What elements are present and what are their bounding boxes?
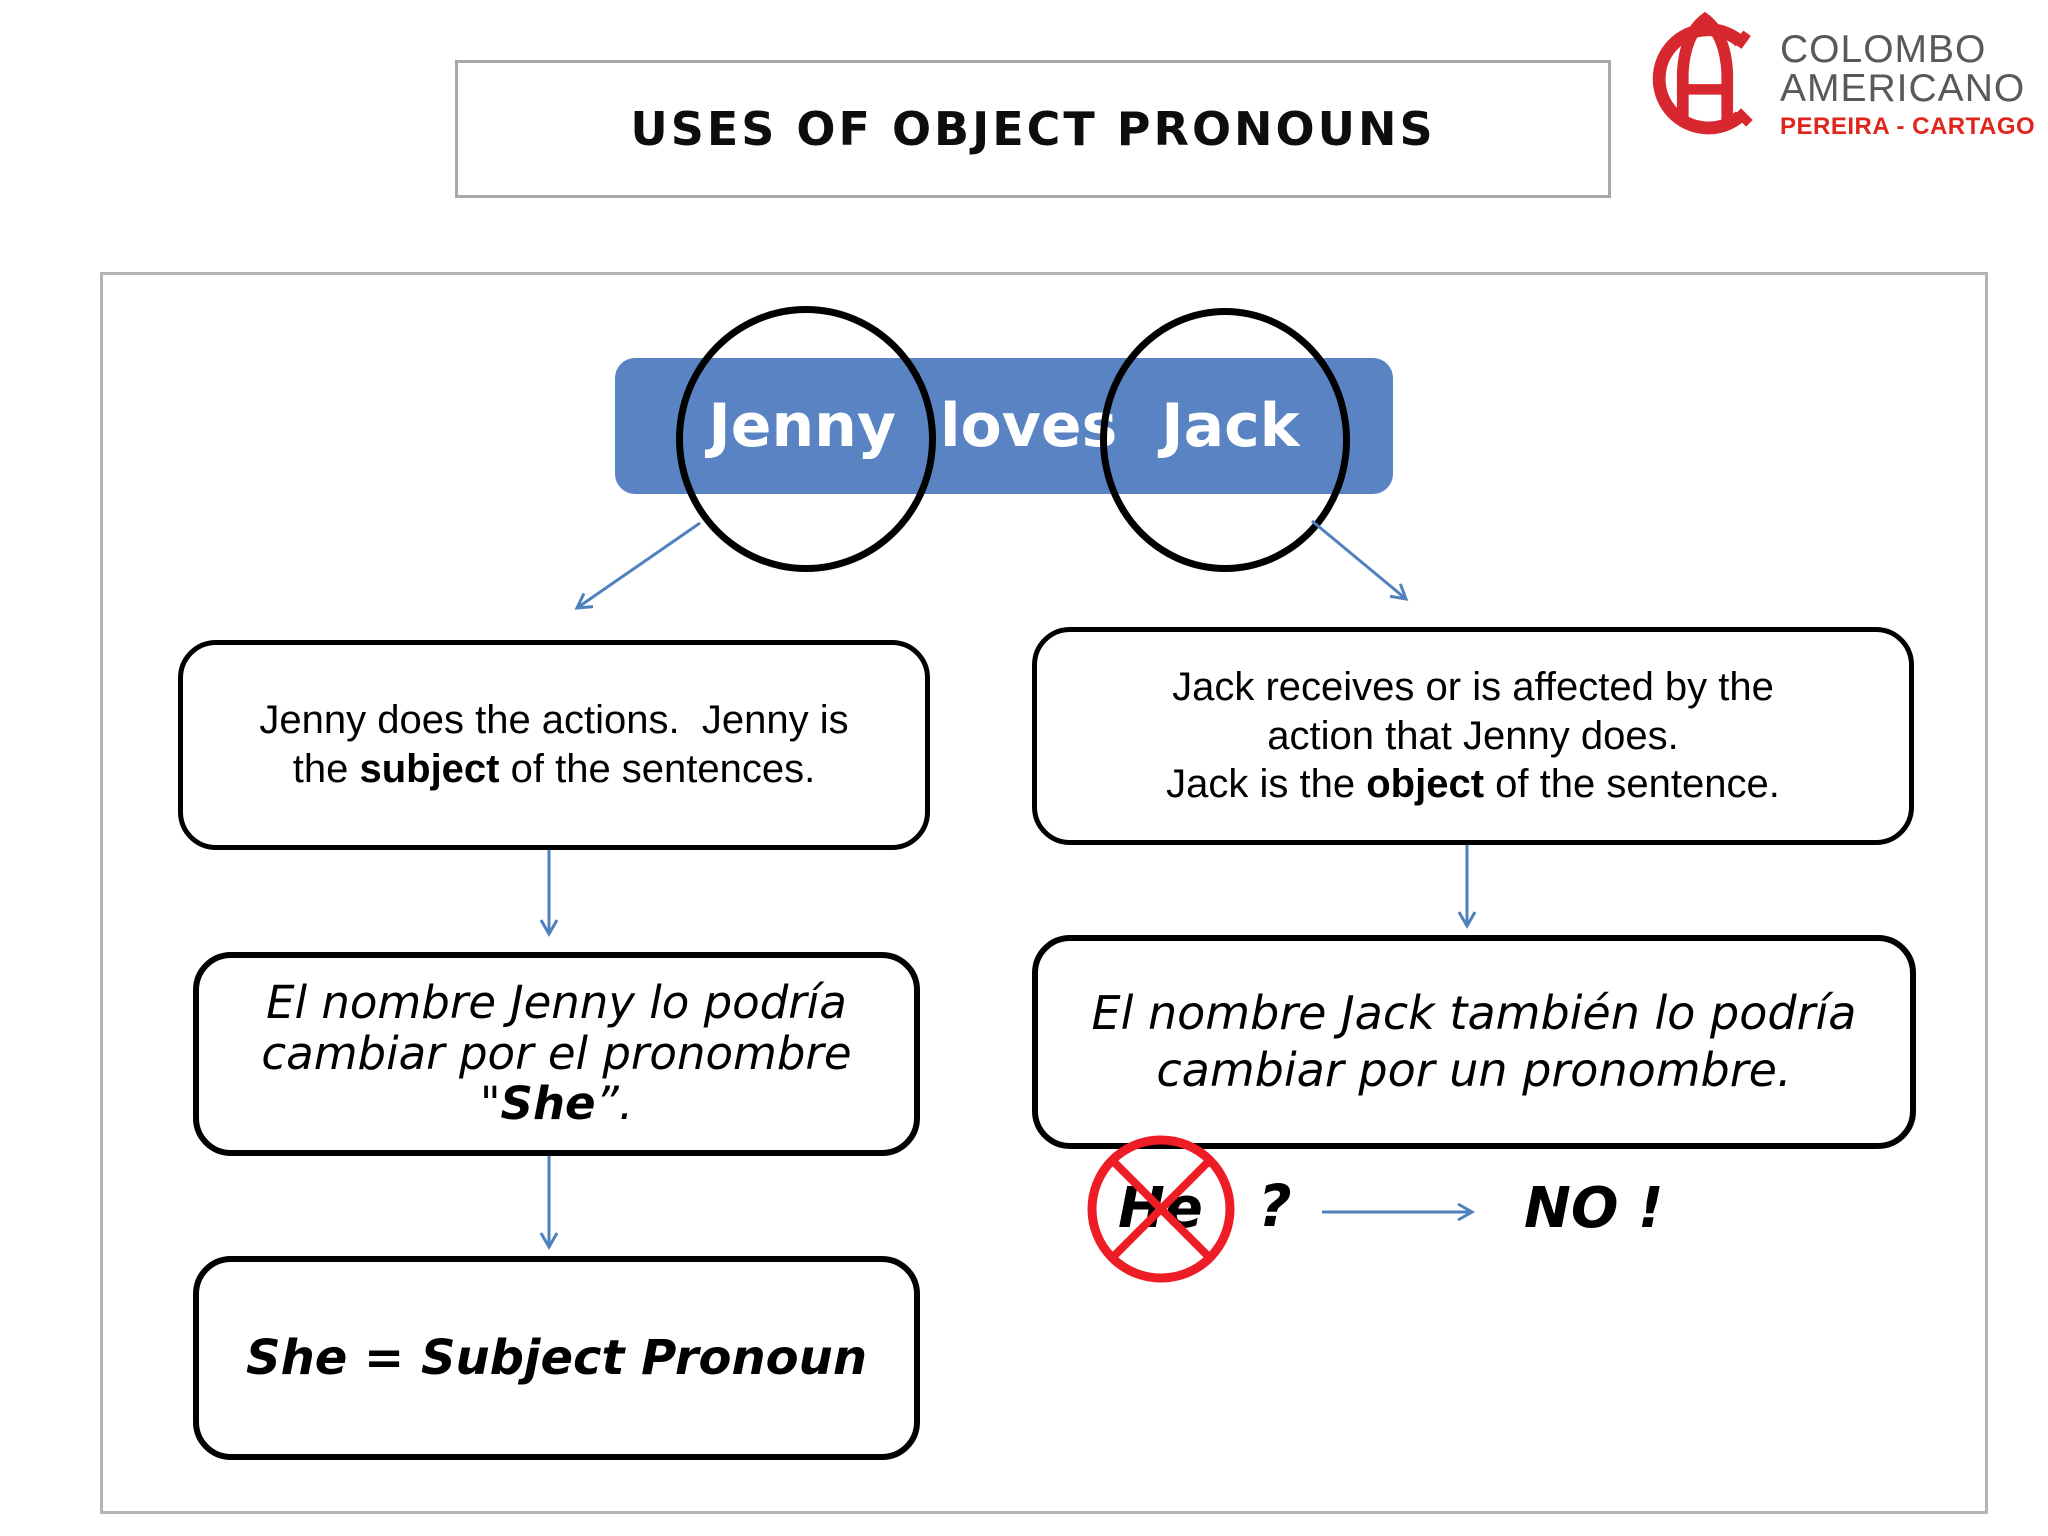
- subject-pronoun-conclusion: She = Subject Pronoun: [246, 1330, 867, 1386]
- logo-name-line1: COLOMBO: [1780, 28, 1987, 71]
- object-explanation-line2: action that Jenny does.: [1267, 713, 1679, 758]
- object-spanish-line1: El nombre Jack también lo podría: [1091, 985, 1857, 1040]
- verdict-no: NO !: [1524, 1176, 1664, 1241]
- subject-spanish-line2: cambiar por el pronombre: [261, 1026, 852, 1080]
- object-spanish-line2: cambiar por un pronombre.: [1156, 1043, 1792, 1097]
- jack-circle-annotation: [1100, 308, 1350, 572]
- jenny-circle-annotation: [676, 306, 936, 572]
- subject-pronoun-conclusion-box: She = Subject Pronoun: [193, 1256, 920, 1460]
- object-explanation-line1: Jack receives or is affected by the: [1172, 664, 1774, 709]
- subject-explanation-line1: Jenny does the actions. Jenny is: [259, 698, 849, 743]
- object-line3-post: of the sentence.: [1484, 762, 1780, 807]
- object-line3-pre: Jack is the: [1166, 762, 1367, 807]
- she-pronoun: She: [500, 1077, 596, 1131]
- word-loves: loves: [939, 391, 1118, 461]
- object-spanish-note-box: El nombre Jack también lo podría cambiar…: [1032, 935, 1916, 1149]
- logo-name-line2: AMERICANO: [1780, 67, 2026, 110]
- object-explanation-line3: Jack is the object of the sentence.: [1166, 760, 1780, 809]
- subject-spanish-line1: El nombre Jenny lo podría: [266, 976, 847, 1030]
- subject-line2-post: of the sentences.: [499, 747, 816, 791]
- subject-keyword: subject: [359, 747, 500, 791]
- subject-explanation-line2: the subject of the sentences.: [293, 745, 816, 794]
- she-quote-close: ”.: [595, 1077, 634, 1131]
- object-keyword: object: [1366, 762, 1485, 807]
- object-explanation-box: Jack receives or is affected by the acti…: [1032, 627, 1914, 845]
- logo-ca-monogram-icon: [1652, 11, 1753, 135]
- subject-spanish-line3: "She”.: [479, 1077, 634, 1131]
- page-title: USES OF OBJECT PRONOUNS: [630, 102, 1436, 156]
- logo-text: COLOMBO AMERICANO PEREIRA - CARTAGO: [1780, 4, 2035, 156]
- she-quote-open: ": [479, 1077, 501, 1131]
- colombo-americano-logo: COLOMBO AMERICANO PEREIRA - CARTAGO: [1646, 4, 2035, 156]
- logo-location: PEREIRA - CARTAGO: [1780, 113, 2036, 140]
- prohibition-icon: [1087, 1135, 1235, 1283]
- subject-explanation-box: Jenny does the actions. Jenny is the sub…: [178, 640, 930, 850]
- question-mark: ?: [1258, 1172, 1292, 1240]
- subject-line2-pre: the: [292, 747, 360, 791]
- subject-spanish-note-box: El nombre Jenny lo podría cambiar por el…: [193, 952, 920, 1156]
- title-box: USES OF OBJECT PRONOUNS: [455, 60, 1611, 198]
